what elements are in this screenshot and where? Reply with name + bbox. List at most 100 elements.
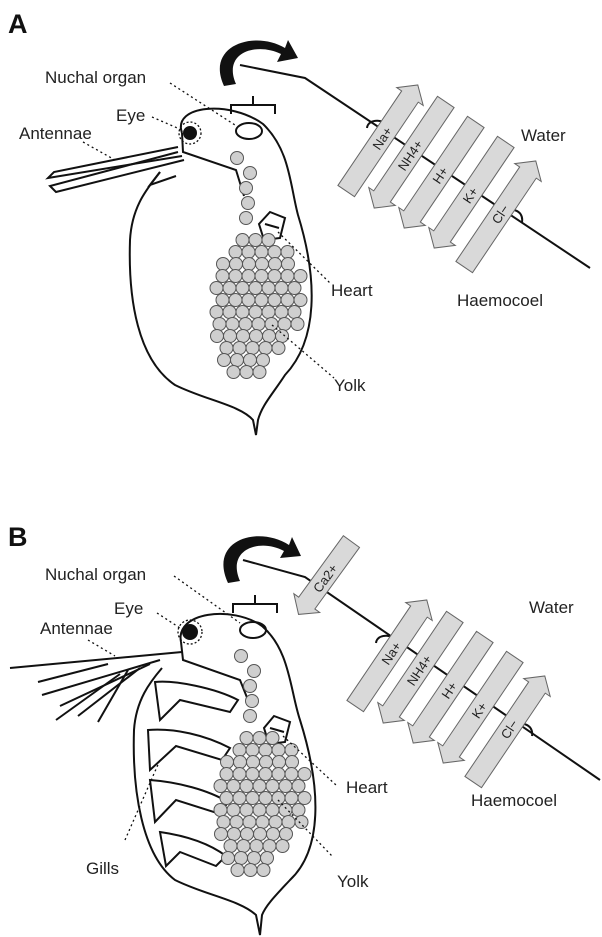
ion-arrows: Na+NH4+H+K+Cl− xyxy=(342,591,558,791)
yolk-granule xyxy=(266,780,279,793)
yolk-granule xyxy=(272,744,285,757)
yolk-granule xyxy=(291,318,304,331)
yolk-granule xyxy=(223,306,236,319)
yolk-granule xyxy=(255,246,268,259)
yolk-granule xyxy=(216,270,229,283)
yolk-granule xyxy=(259,792,272,805)
yolk-granule xyxy=(220,768,233,781)
yolk-granule xyxy=(240,212,253,225)
yolk-granule xyxy=(222,852,235,865)
gills-label: Gills xyxy=(86,859,119,878)
eye-label: Eye xyxy=(116,106,145,125)
yolk-granule xyxy=(260,756,273,769)
yolk-granule xyxy=(244,710,257,723)
yolk-granule xyxy=(263,330,276,343)
yolk-granule xyxy=(229,246,242,259)
yolk-granule xyxy=(286,756,299,769)
panel-b-letter: B xyxy=(8,522,28,552)
yolk-granule xyxy=(233,792,246,805)
heart-label: Heart xyxy=(331,281,373,300)
yolk-granule xyxy=(253,366,266,379)
yolk-granule xyxy=(242,197,255,210)
yolk-granule xyxy=(216,294,229,307)
yolk-granule xyxy=(210,282,223,295)
yolk-granule xyxy=(262,306,275,319)
yolk-granule xyxy=(279,780,292,793)
curved-arrow-icon xyxy=(220,40,298,86)
water-label: Water xyxy=(529,598,574,617)
yolk-granule xyxy=(250,330,263,343)
yolk-granule xyxy=(211,330,224,343)
yolk-granule xyxy=(255,294,268,307)
curved-arrow-icon xyxy=(223,536,301,583)
yolk-granule xyxy=(295,816,308,829)
yolk-granule xyxy=(235,650,248,663)
yolk-granule xyxy=(213,318,226,331)
yolk-granule xyxy=(259,768,272,781)
yolk-granule xyxy=(266,732,279,745)
yolk-granule xyxy=(210,306,223,319)
yolk-granule xyxy=(275,282,288,295)
yolk-granule xyxy=(256,258,269,271)
yolk-granule xyxy=(268,246,281,259)
nuchal-organ-label: Nuchal organ xyxy=(45,68,146,87)
yolk-granule xyxy=(280,828,293,841)
antennae xyxy=(48,147,184,192)
yolk-granule xyxy=(234,756,247,769)
yolk-granule xyxy=(237,840,250,853)
yolk-granule xyxy=(240,732,253,745)
yolk-granule xyxy=(272,342,285,355)
yolk-granule xyxy=(227,804,240,817)
water-label: Water xyxy=(521,126,566,145)
yolk-granule xyxy=(268,294,281,307)
eye-label: Eye xyxy=(114,599,143,618)
yolk-granule xyxy=(220,342,233,355)
yolk-granule xyxy=(236,306,249,319)
yolk-granule xyxy=(229,270,242,283)
yolk-granule xyxy=(253,732,266,745)
yolk-granule xyxy=(281,270,294,283)
yolk-granule xyxy=(227,780,240,793)
yolk-granule xyxy=(263,840,276,853)
yolk-granule xyxy=(233,744,246,757)
yolk-granule xyxy=(215,828,228,841)
yolk-granule xyxy=(254,828,267,841)
yolk-granule xyxy=(240,182,253,195)
haemocoel-label: Haemocoel xyxy=(471,791,557,810)
yolk-granule xyxy=(243,816,256,829)
yolk-granule xyxy=(247,756,260,769)
yolk-granule xyxy=(236,234,249,247)
bracket xyxy=(233,595,277,613)
yolk-granule xyxy=(282,816,295,829)
yolk-granule xyxy=(259,342,272,355)
yolk-granule xyxy=(288,306,301,319)
yolk-granule xyxy=(266,804,279,817)
yolk-granule xyxy=(240,804,253,817)
yolk-granule xyxy=(237,330,250,343)
yolk-granule xyxy=(244,354,257,367)
yolk-granule xyxy=(255,270,268,283)
yolk-granule xyxy=(246,792,259,805)
yolk-granule xyxy=(292,780,305,793)
yolk-granule xyxy=(243,258,256,271)
yolk-granule xyxy=(227,366,240,379)
panel-a: A Na+NH4+H+K+Cl− xyxy=(8,9,590,435)
yolk-granule xyxy=(233,342,246,355)
yolk-granule xyxy=(228,828,241,841)
yolk-granule xyxy=(248,852,261,865)
yolk-granule xyxy=(230,258,243,271)
yolk-granule xyxy=(256,816,269,829)
yolk-granule xyxy=(298,768,311,781)
yolk-granule xyxy=(226,318,239,331)
panel-b: B xyxy=(8,522,600,935)
yolk-granule xyxy=(281,246,294,259)
yolk-granule xyxy=(220,792,233,805)
yolk-granule xyxy=(218,354,231,367)
yolk-granule xyxy=(267,828,280,841)
yolk-granule xyxy=(285,768,298,781)
yolk-granule xyxy=(279,804,292,817)
heart-label: Heart xyxy=(346,778,388,797)
yolk-granule xyxy=(257,354,270,367)
yolk-granule xyxy=(281,294,294,307)
